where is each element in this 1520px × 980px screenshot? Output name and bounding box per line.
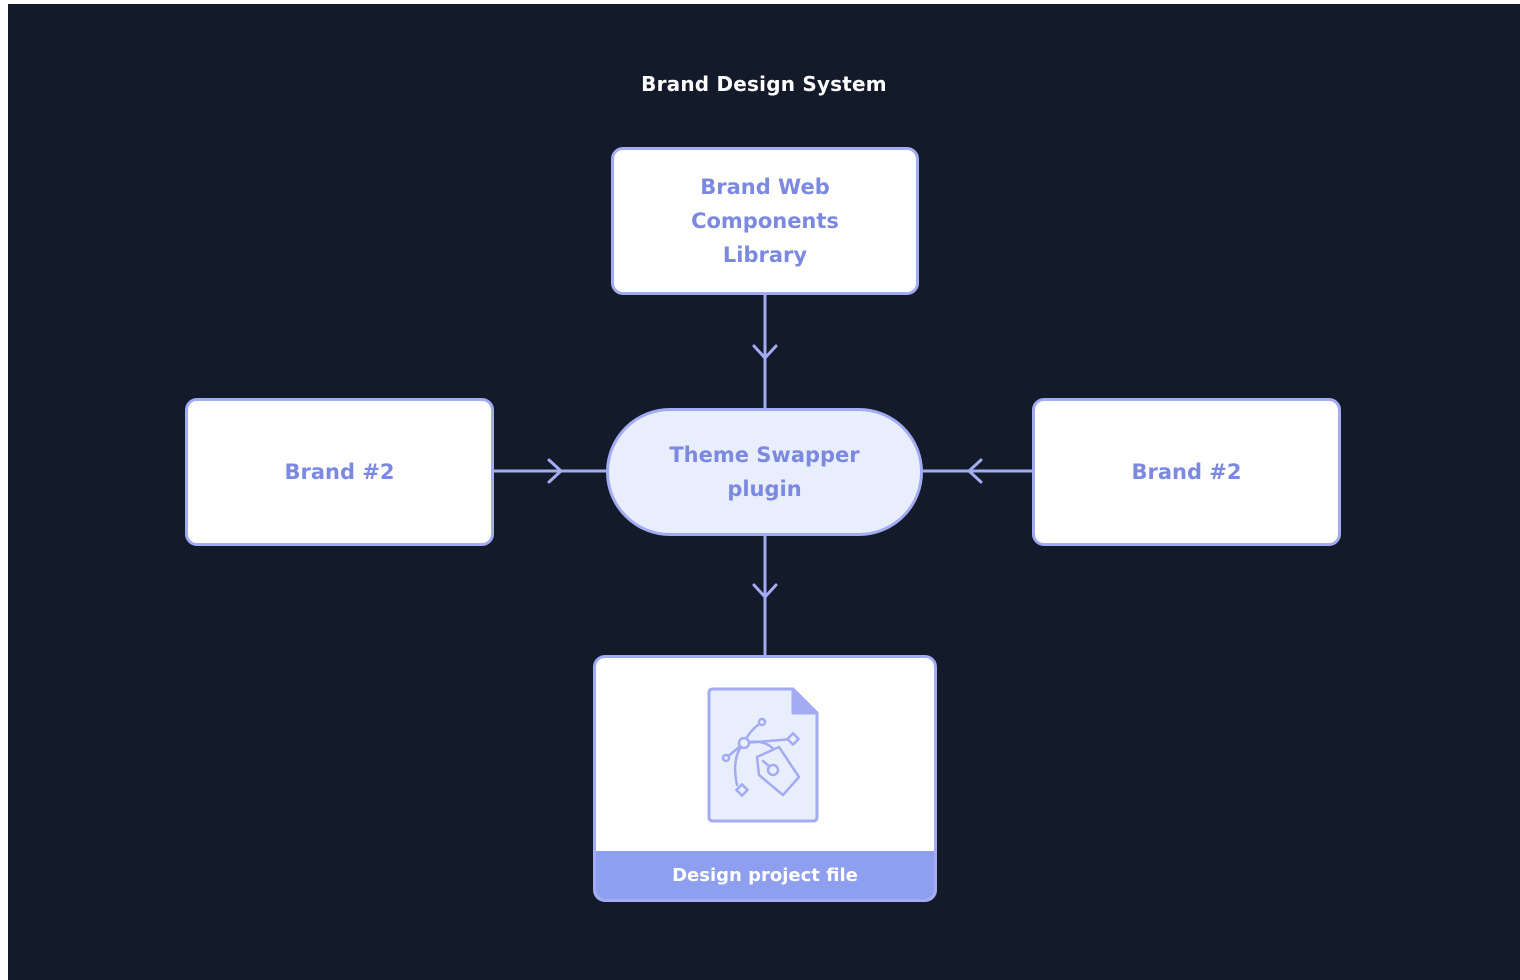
connectors	[491, 293, 1036, 658]
node-label: Brand #2	[284, 460, 395, 484]
diagram-canvas: Brand Design System Brand Web Components…	[8, 4, 1520, 980]
node-label: Brand #2	[1131, 460, 1242, 484]
diagram-title: Brand Design System	[641, 72, 887, 96]
node-brand-web-components-library[interactable]: Brand Web Components Library	[611, 147, 919, 295]
node-design-project-file[interactable]: Design project file	[593, 655, 937, 902]
arrowhead-left-center	[547, 458, 563, 484]
node-label-line: Brand Web	[700, 175, 830, 199]
arrowhead-center-bottom	[752, 583, 778, 599]
node-label-line: Components	[691, 209, 839, 233]
node-label: Theme Swapper plugin	[669, 438, 859, 506]
node-brand-right[interactable]: Brand #2	[1032, 398, 1341, 546]
arrowhead-right-center	[967, 458, 983, 484]
node-label: Design project file	[672, 864, 858, 886]
node-label-line: Theme Swapper	[669, 443, 860, 467]
node-label: Brand Web Components Library	[691, 170, 839, 272]
node-theme-swapper-plugin[interactable]: Theme Swapper plugin	[606, 408, 923, 536]
node-label-line: Library	[722, 243, 808, 267]
arrowhead-top-center	[752, 344, 778, 360]
file-card-footer: Design project file	[596, 851, 934, 899]
node-brand-left[interactable]: Brand #2	[185, 398, 494, 546]
vector-pen-file-icon	[707, 687, 819, 823]
node-label-line: plugin	[727, 477, 802, 501]
